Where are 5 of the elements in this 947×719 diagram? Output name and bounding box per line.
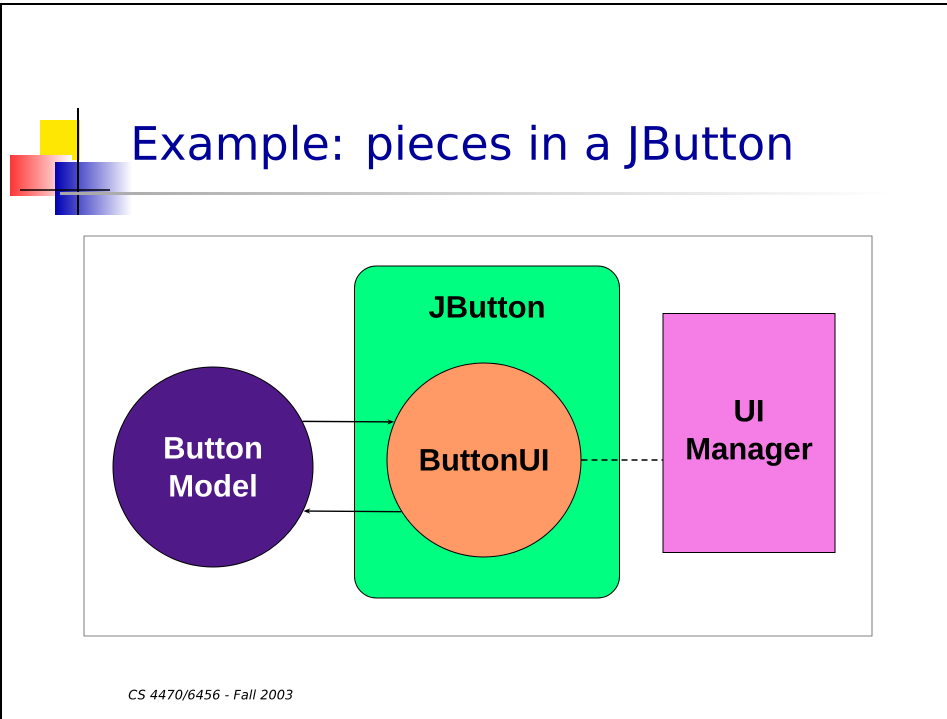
title: Example: pieces in a JButton [134, 124, 790, 170]
component-box: UI Manager [662, 313, 836, 553]
footer-text: CS 4470/6456 - Fall 2003 [128, 689, 292, 701]
circle-node: ButtonUI [386, 362, 582, 558]
circle-node: Button Model [112, 366, 314, 568]
